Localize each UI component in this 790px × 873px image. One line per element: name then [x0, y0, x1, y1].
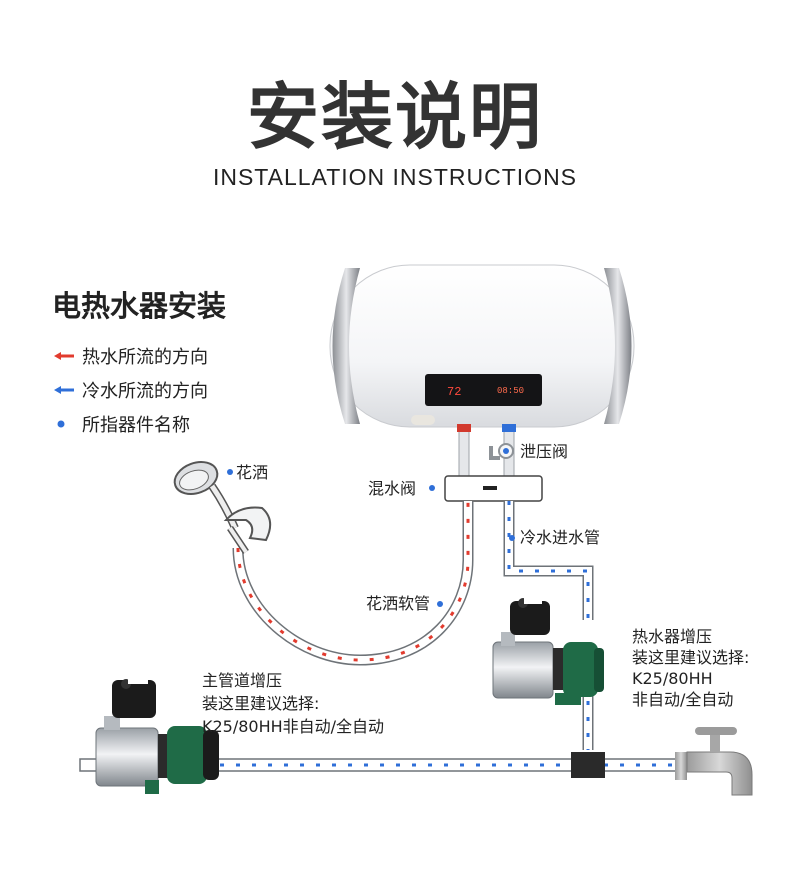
label-mixing-valve: 混水阀 [368, 479, 417, 498]
cold-inlet-ring [502, 424, 516, 432]
tee-joint [571, 752, 605, 778]
pointer-dot-cold-inlet [509, 535, 515, 541]
relief-valve [489, 443, 514, 460]
pointer-dot-shower-head [227, 469, 233, 475]
label-cold-inlet: 冷水进水管 [520, 528, 601, 547]
label-main-pump-line1: 主管道增压 [202, 671, 283, 690]
display-time: 08:50 [497, 386, 524, 396]
display-temp: 72 [447, 385, 461, 399]
main-pipeline [79, 752, 691, 778]
label-relief-valve: 泄压阀 [520, 442, 569, 461]
legend-hot-water-label: 热水所流的方向 [82, 347, 208, 368]
pointer-dot-shower-hose [437, 601, 443, 607]
page-subtitle: INSTALLATION INSTRUCTIONS [212, 164, 578, 190]
section-title: 电热水器安装 [52, 289, 227, 323]
label-main-pump-line2: 装这里建议选择: [202, 694, 320, 713]
label-shower-head: 花洒 [236, 463, 269, 482]
mixing-valve [444, 475, 543, 502]
blue-arrow-icon [52, 380, 82, 401]
legend-cold-water-label: 冷水所流的方向 [82, 381, 208, 402]
legend-component: 所指器件名称 [52, 412, 190, 436]
label-heater-pump-line3: K25/80HH [632, 669, 713, 688]
page-title: 安装说明 [246, 75, 543, 159]
red-arrow-icon [52, 346, 82, 367]
legend-cold-water: 冷水所流的方向 [52, 378, 208, 402]
faucet-icon [675, 727, 753, 796]
label-heater-pump-line2: 装这里建议选择: [632, 648, 750, 667]
label-main-pump-line3: K25/80HH非自动/全自动 [202, 717, 385, 736]
legend-component-label: 所指器件名称 [82, 415, 190, 436]
pointer-dot-mixing-valve [429, 485, 435, 491]
blue-dot-icon [52, 414, 82, 435]
label-heater-pump-line4: 非自动/全自动 [632, 690, 734, 709]
water-heater [329, 264, 635, 428]
label-heater-pump-line1: 热水器增压 [632, 627, 713, 646]
legend-hot-water: 热水所流的方向 [52, 344, 208, 368]
main-booster-pump [95, 678, 219, 794]
shower-hose [232, 501, 474, 666]
heater-display: 72 08:50 [425, 374, 542, 406]
label-shower-hose: 花洒软管 [366, 594, 431, 613]
heater-booster-pump [492, 598, 604, 705]
shower-head [173, 461, 272, 554]
hot-outlet-ring [457, 424, 471, 432]
